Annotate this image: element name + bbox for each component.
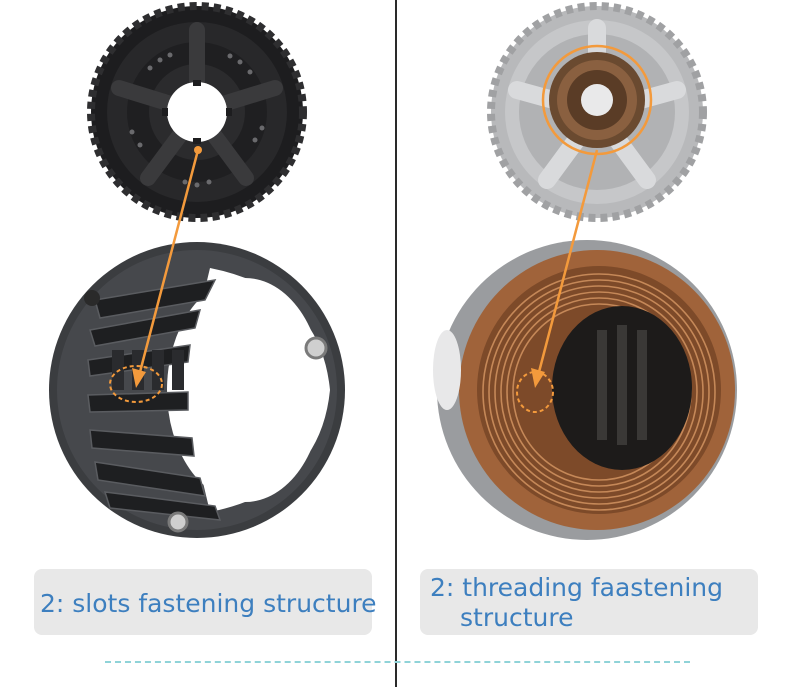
threading-caption-box: 2: threading faastening structure [420, 569, 758, 635]
dashed-rule [105, 661, 690, 663]
left-illustration [49, 2, 345, 538]
right-illustration-panel [397, 0, 788, 560]
slots-caption-text: 2: slots fastening structure [40, 589, 377, 618]
left-illustration-panel [0, 0, 395, 560]
right-connector-arrow [531, 149, 599, 388]
cassette-sprocket-image [87, 2, 307, 222]
threaded-hub-body-image [433, 240, 737, 540]
freewheel-sprocket-image [487, 2, 707, 222]
left-connector-arrow [132, 146, 202, 388]
threading-caption-line1: 2: threading faastening [430, 573, 723, 602]
center-divider [395, 0, 397, 687]
slotted-hub-body-image [49, 242, 345, 538]
slots-caption-box: 2: slots fastening structure [34, 569, 377, 635]
threading-caption-line2: structure [460, 603, 574, 632]
right-illustration [433, 2, 737, 540]
